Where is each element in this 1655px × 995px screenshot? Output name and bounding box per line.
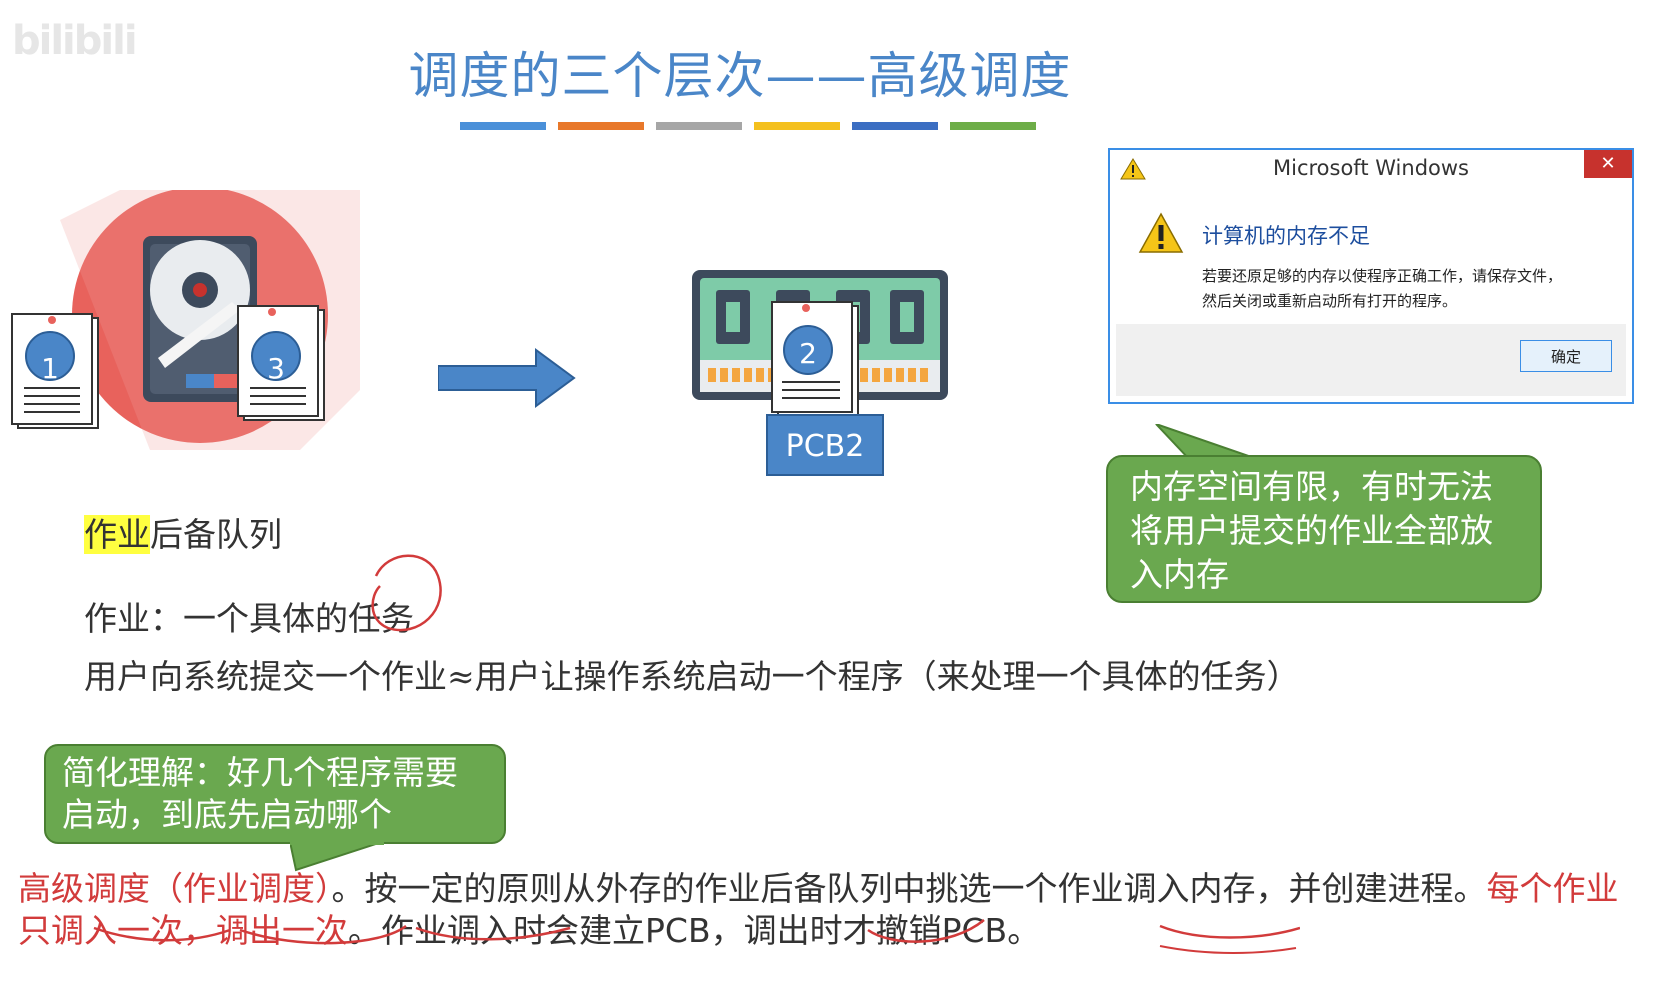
dialog-titlebar: Microsoft Windows ✕ bbox=[1110, 150, 1632, 190]
job-definition: 作业：一个具体的任务 bbox=[84, 599, 414, 638]
dialog-message-line: 若要还原足够的内存以使程序正确工作，请保存文件， bbox=[1202, 267, 1563, 285]
term-high-level-scheduling: 高级调度（作业调度） bbox=[18, 869, 332, 908]
highlighted-term: 作业 bbox=[84, 515, 150, 554]
color-bar bbox=[754, 122, 840, 130]
warning-small-icon bbox=[1120, 158, 1146, 180]
job-queue-label: 作业后备队列 bbox=[84, 508, 282, 556]
dialog-message-line: 然后关闭或重新启动所有打开的程序。 bbox=[1202, 292, 1458, 310]
job-document-1-icon bbox=[11, 313, 99, 429]
low-memory-dialog: Microsoft Windows ✕ 计算机的内存不足 若要还原足够的内存以使… bbox=[1108, 148, 1634, 404]
handwritten-circle-annotation bbox=[371, 554, 442, 632]
color-bar bbox=[950, 122, 1036, 130]
title-color-bars bbox=[460, 122, 1036, 130]
memory-module-illustration bbox=[692, 270, 948, 417]
definition-text: 。 bbox=[1007, 911, 1041, 950]
callout-memory-pointer bbox=[1155, 424, 1261, 460]
job-document-2-icon bbox=[771, 301, 859, 417]
bilibili-watermark: bilibili bbox=[12, 18, 138, 64]
pcb-label: PCB2 bbox=[766, 414, 884, 476]
high-level-scheduling-definition: 高级调度（作业调度）。按一定的原则从外存的作业后备队列中挑选一个作业调入内存，并… bbox=[18, 868, 1638, 952]
warning-icon bbox=[1138, 212, 1184, 253]
handwritten-underlines bbox=[93, 919, 1300, 954]
right-arrow-icon bbox=[438, 348, 576, 408]
callout-simplified-understanding: 简化理解：好几个程序需要启动，到底先启动哪个 bbox=[44, 744, 506, 844]
emphasis-once-in-once-out: 每个作业只调入一次，调出一次 bbox=[18, 869, 1619, 950]
color-bar bbox=[656, 122, 742, 130]
dialog-heading: 计算机的内存不足 bbox=[1202, 224, 1370, 248]
pcb-term: PCB bbox=[941, 911, 1008, 950]
color-bar bbox=[558, 122, 644, 130]
color-bar bbox=[460, 122, 546, 130]
dialog-message: 若要还原足够的内存以使程序正确工作，请保存文件， 然后关闭或重新启动所有打开的程… bbox=[1202, 264, 1622, 314]
definition-text: ，调出时才撤销 bbox=[710, 911, 942, 950]
dialog-body: 计算机的内存不足 若要还原足够的内存以使程序正确工作，请保存文件， 然后关闭或重… bbox=[1116, 190, 1626, 324]
dialog-title: Microsoft Windows bbox=[1273, 156, 1469, 180]
slide-title: 调度的三个层次——高级调度 bbox=[408, 47, 1072, 105]
job-document-3-number: 3 bbox=[267, 352, 285, 385]
callout-memory-limited: 内存空间有限，有时无法将用户提交的作业全部放入内存 bbox=[1106, 455, 1542, 603]
job-document-2-number: 2 bbox=[799, 337, 817, 370]
callout-simplify-pointer bbox=[290, 842, 384, 872]
pcb-term: PCB bbox=[645, 911, 711, 950]
submit-job-explanation: 用户向系统提交一个作业≈用户让操作系统启动一个程序（来处理一个具体的任务） bbox=[84, 657, 1300, 696]
job-document-1-number: 1 bbox=[41, 352, 59, 385]
dialog-close-button[interactable]: ✕ bbox=[1584, 150, 1632, 178]
definition-text: 。按一定的原则从外存的作业后备队列中挑选一个作业调入内存，并创建进程。 bbox=[331, 869, 1487, 908]
hard-disk-illustration bbox=[11, 190, 360, 450]
dialog-footer: 确定 bbox=[1116, 324, 1626, 396]
color-bar bbox=[852, 122, 938, 130]
job-document-3-icon bbox=[237, 305, 325, 421]
queue-label-rest: 后备队列 bbox=[150, 515, 282, 554]
ok-button[interactable]: 确定 bbox=[1520, 340, 1612, 372]
